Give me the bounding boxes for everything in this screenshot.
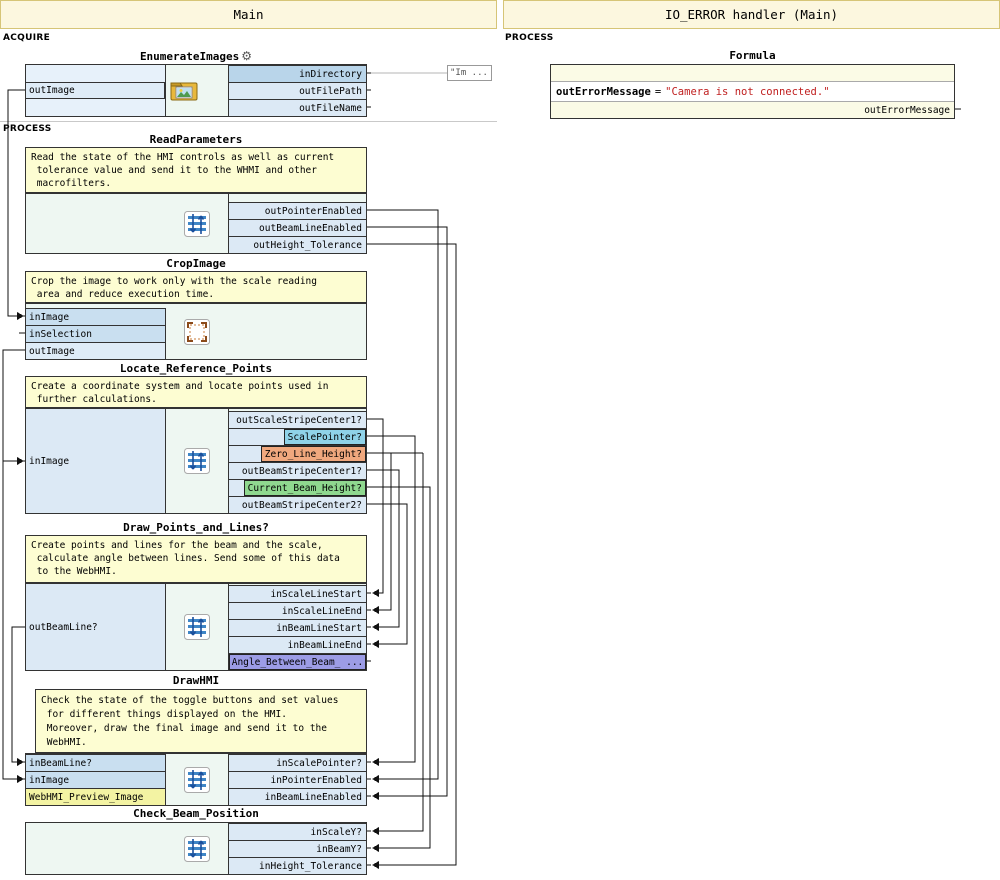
- right-port-column: inScaleLineStart inScaleLineEnd inBeamLi…: [228, 584, 366, 670]
- constant-in-directory-value[interactable]: "Im ...: [447, 65, 492, 81]
- section-process-left-label: PROCESS: [3, 124, 52, 134]
- port-out-image[interactable]: outImage: [26, 82, 165, 99]
- formula-lhs: outErrorMessage: [556, 85, 651, 98]
- port-out-beam-stripe-center2[interactable]: outBeamStripeCenter2?: [229, 496, 366, 513]
- block-read-parameters[interactable]: outPointerEnabled outBeamLineEnabled out…: [25, 193, 367, 254]
- port-in-scale-line-end[interactable]: inScaleLineEnd: [229, 602, 366, 619]
- port-out-height-tolerance[interactable]: outHeight_Tolerance: [229, 236, 366, 253]
- port-out-image[interactable]: outImage: [26, 342, 166, 359]
- folder-images-icon: [170, 79, 200, 107]
- right-port-column: outPointerEnabled outBeamLineEnabled out…: [228, 194, 366, 253]
- port-in-beam-line[interactable]: inBeamLine?: [26, 754, 166, 771]
- comment-locate-reference-points: Create a coordinate system and locate po…: [25, 376, 367, 408]
- left-port-column: outImage: [26, 65, 166, 116]
- port-in-scale-line-start[interactable]: inScaleLineStart: [229, 585, 366, 602]
- block-locate-reference-points[interactable]: inImage outScaleStripeCenter1? ScalePoin…: [25, 408, 367, 514]
- block-draw-points-and-lines[interactable]: outBeamLine? inScaleLineStart inScaleLin…: [25, 583, 367, 671]
- port-out-beam-line[interactable]: outBeamLine?: [26, 584, 166, 670]
- port-out-beam-stripe-center1[interactable]: outBeamStripeCenter1?: [229, 462, 366, 479]
- block-title-formula: Formula: [729, 49, 776, 62]
- hmi-variable-current-beam-height[interactable]: Current_Beam_Height?: [243, 480, 366, 496]
- comment-draw-hmi: Check the state of the toggle buttons an…: [35, 689, 367, 753]
- port-in-selection[interactable]: inSelection: [26, 325, 166, 342]
- hmi-variable-angle-between-beam[interactable]: Angle_Between_Beam_ ...: [229, 654, 366, 670]
- port-current-beam-height[interactable]: Current_Beam_Height?: [229, 479, 366, 496]
- port-in-height-tolerance[interactable]: inHeight_Tolerance: [229, 857, 366, 874]
- block-enumerate-images[interactable]: outImage inDirectory outFilePath outFile…: [25, 64, 367, 117]
- hmi-variable-zero-line-height[interactable]: Zero_Line_Height?: [260, 446, 366, 462]
- macrofilter-icon: [184, 766, 210, 793]
- section-process-right-label: PROCESS: [505, 33, 554, 43]
- port-out-scale-stripe-center1[interactable]: outScaleStripeCenter1?: [229, 411, 366, 428]
- port-in-image[interactable]: inImage: [26, 409, 166, 513]
- right-port-column: outScaleStripeCenter1? ScalePointer? Zer…: [228, 409, 366, 513]
- port-in-scale-y[interactable]: inScaleY?: [229, 823, 366, 840]
- block-title-locate-reference-points: Locate_Reference_Points: [119, 362, 273, 375]
- block-check-beam-position[interactable]: inScaleY? inBeamY? inHeight_Tolerance: [25, 822, 367, 875]
- port-in-beam-y[interactable]: inBeamY?: [229, 840, 366, 857]
- port-in-beam-line-enabled[interactable]: inBeamLineEnabled: [229, 788, 366, 805]
- port-out-file-path[interactable]: outFilePath: [229, 82, 366, 99]
- port-out-file-name[interactable]: outFileName: [229, 99, 366, 116]
- block-title-read-parameters: ReadParameters: [149, 133, 243, 146]
- port-out-error-message[interactable]: outErrorMessage: [551, 101, 954, 118]
- formula-input-strip: [551, 65, 954, 82]
- right-port-column: inScalePointer? inPointerEnabled inBeamL…: [228, 754, 366, 805]
- block-formula[interactable]: outErrorMessage = "Camera is not connect…: [550, 64, 955, 119]
- port-in-beam-line-start[interactable]: inBeamLineStart: [229, 619, 366, 636]
- formula-equals: =: [654, 85, 662, 98]
- port-in-scale-pointer[interactable]: inScalePointer?: [229, 754, 366, 771]
- macrofilter-icon: [184, 210, 210, 237]
- tab-main[interactable]: Main: [0, 0, 497, 29]
- right-port-column: inScaleY? inBeamY? inHeight_Tolerance: [228, 823, 366, 874]
- right-port-column: inDirectory outFilePath outFileName: [228, 65, 366, 116]
- port-angle-between-beam[interactable]: Angle_Between_Beam_ ...: [229, 653, 366, 670]
- crop-icon: [184, 318, 210, 345]
- hmi-variable-webhmi-preview-image[interactable]: WebHMI_Preview_Image: [26, 788, 166, 805]
- block-title-enumerate-images: EnumerateImages⚙: [25, 49, 367, 63]
- port-in-beam-line-end[interactable]: inBeamLineEnd: [229, 636, 366, 653]
- block-title-check-beam-position: Check_Beam_Position: [133, 807, 259, 820]
- section-divider: [0, 121, 497, 122]
- tab-io-error-handler[interactable]: IO_ERROR handler (Main): [503, 0, 1000, 29]
- comment-read-parameters: Read the state of the HMI controls as we…: [25, 147, 367, 193]
- formula-rhs: "Camera is not connected.": [665, 85, 830, 98]
- macrofilter-icon: [184, 448, 210, 474]
- port-out-beam-line-enabled[interactable]: outBeamLineEnabled: [229, 219, 366, 236]
- block-draw-hmi[interactable]: inBeamLine? inImage WebHMI_Preview_Image…: [25, 753, 367, 806]
- port-in-image[interactable]: inImage: [26, 771, 166, 788]
- block-title-draw-points-and-lines: Draw_Points_and_Lines?: [123, 521, 269, 534]
- port-in-pointer-enabled[interactable]: inPointerEnabled: [229, 771, 366, 788]
- port-out-pointer-enabled[interactable]: outPointerEnabled: [229, 202, 366, 219]
- comment-crop-image: Crop the image to work only with the sca…: [25, 271, 367, 303]
- port-zero-line-height[interactable]: Zero_Line_Height?: [229, 445, 366, 462]
- gear-icon[interactable]: ⚙: [241, 49, 253, 63]
- title-text: EnumerateImages: [139, 50, 240, 63]
- macrofilter-icon: [184, 614, 210, 640]
- macrofilter-icon: [184, 835, 210, 862]
- left-port-column: inBeamLine? inImage WebHMI_Preview_Image: [26, 754, 166, 805]
- section-acquire-label: ACQUIRE: [3, 33, 51, 43]
- port-in-image[interactable]: inImage: [26, 308, 166, 325]
- formula-expression[interactable]: outErrorMessage = "Camera is not connect…: [551, 82, 954, 101]
- port-scale-pointer[interactable]: ScalePointer?: [229, 428, 366, 445]
- block-title-crop-image: CropImage: [166, 257, 226, 270]
- comment-draw-points-and-lines: Create points and lines for the beam and…: [25, 535, 367, 583]
- left-port-column: inImage inSelection outImage: [26, 304, 166, 359]
- port-in-directory[interactable]: inDirectory: [229, 65, 366, 82]
- hmi-variable-scale-pointer[interactable]: ScalePointer?: [283, 429, 366, 445]
- block-title-draw-hmi: DrawHMI: [172, 674, 220, 687]
- block-crop-image[interactable]: inImage inSelection outImage: [25, 303, 367, 360]
